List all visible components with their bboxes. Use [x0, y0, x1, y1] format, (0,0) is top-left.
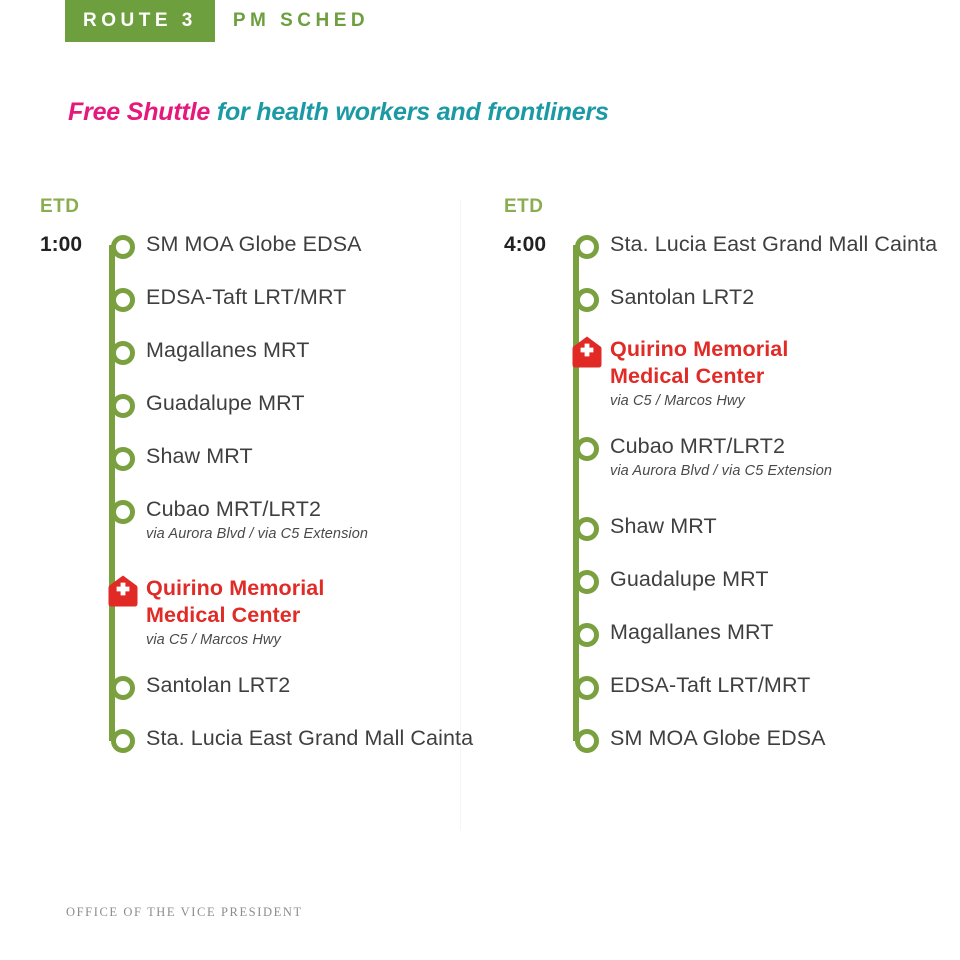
stop-dot-icon	[575, 235, 599, 259]
stop-label-group: Santolan LRT2	[606, 283, 754, 311]
stop-dot-icon	[575, 570, 599, 594]
page-header: ROUTE 3 PM SCHED	[0, 0, 369, 42]
stop-dot-icon	[575, 623, 599, 647]
stop-label-group: Santolan LRT2	[142, 671, 290, 699]
footer-office-label: OFFICE OF THE VICE PRESIDENT	[66, 905, 303, 919]
timeline-stop[interactable]: Shaw MRT	[504, 512, 937, 565]
stop-label-group: Shaw MRT	[142, 442, 253, 470]
stop-name: Magallanes MRT	[146, 338, 310, 362]
timeline-stop[interactable]: Magallanes MRT	[504, 618, 937, 671]
stop-dot-icon	[575, 517, 599, 541]
etd-label: ETD	[40, 196, 80, 217]
stop-name: Cubao MRT/LRT2	[146, 497, 322, 521]
stop-dot-icon	[575, 676, 599, 700]
timeline-stop[interactable]: EDSA-Taft LRT/MRT	[504, 671, 937, 724]
stop-name: Shaw MRT	[610, 514, 717, 538]
stop-name: Magallanes MRT	[610, 620, 774, 644]
departure-time: 1:00	[40, 233, 83, 256]
stop-label-group: SM MOA Globe EDSA	[606, 724, 826, 752]
hospital-icon	[108, 575, 138, 608]
column-divider	[460, 200, 461, 830]
stop-name: EDSA-Taft LRT/MRT	[146, 285, 347, 309]
schedule-column-2: ETD 4:00 Sta. Lucia East Grand Mall Cainta…	[504, 196, 937, 777]
hospital-icon	[572, 336, 602, 369]
stop-label-group: Quirino Memorial Medical Center via C5 / …	[606, 336, 840, 412]
stop-via-note: via Aurora Blvd / via C5 Extension	[146, 526, 369, 542]
stop-dot-icon	[575, 729, 599, 753]
stop-name: Shaw MRT	[146, 444, 253, 468]
stop-dot-icon	[111, 394, 135, 418]
route-badge: ROUTE 3	[65, 0, 215, 42]
stop-name: SM MOA Globe EDSA	[146, 232, 362, 256]
timeline-stop[interactable]: Sta. Lucia East Grand Mall Cainta	[40, 724, 473, 777]
stop-dot-icon	[111, 288, 135, 312]
subtitle-rest: for health workers and frontliners	[210, 98, 609, 126]
stop-via-note: via Aurora Blvd / via C5 Extension	[610, 463, 833, 479]
timeline-stop[interactable]: 4:00 Sta. Lucia East Grand Mall Cainta	[504, 230, 937, 283]
stop-dot-icon	[111, 447, 135, 471]
stop-label-group: EDSA-Taft LRT/MRT	[142, 283, 346, 311]
stop-dot-icon	[111, 235, 135, 259]
route-line	[109, 245, 115, 741]
timeline-stop[interactable]: Cubao MRT/LRT2 via Aurora Blvd / via C5 E…	[504, 432, 937, 512]
stop-dot-icon	[111, 729, 135, 753]
route-line	[573, 245, 579, 741]
timeline-stop[interactable]: Guadalupe MRT	[40, 389, 473, 442]
stop-label-group: Sta. Lucia East Grand Mall Cainta	[606, 230, 937, 258]
stop-label-group: Quirino Memorial Medical Center via C5 / …	[142, 575, 376, 651]
stop-via-note: via C5 / Marcos Hwy	[610, 393, 745, 409]
timeline-stop[interactable]: Guadalupe MRT	[504, 565, 937, 618]
stop-name: Sta. Lucia East Grand Mall Cainta	[610, 232, 938, 256]
stop-name: Quirino Memorial Medical Center	[146, 576, 325, 627]
subtitle-highlight: Free Shuttle	[68, 98, 211, 126]
stop-label-group: Guadalupe MRT	[606, 565, 769, 593]
stop-via-note: via C5 / Marcos Hwy	[146, 632, 281, 648]
stop-dot-icon	[111, 341, 135, 365]
stop-dot-icon	[111, 500, 135, 524]
stop-name: EDSA-Taft LRT/MRT	[610, 673, 811, 697]
timeline-stop[interactable]: Cubao MRT/LRT2 via Aurora Blvd / via C5 E…	[40, 495, 473, 575]
page-subtitle: Free Shuttle for health workers and fron…	[68, 98, 609, 127]
timeline-stop[interactable]: Santolan LRT2	[40, 671, 473, 724]
stop-name: Guadalupe MRT	[146, 391, 305, 415]
stop-name: Santolan LRT2	[146, 673, 291, 697]
stop-name: Quirino Memorial Medical Center	[610, 337, 789, 388]
timeline-stop[interactable]: Santolan LRT2	[504, 283, 937, 336]
timeline-stop-hospital[interactable]: Quirino Memorial Medical Center via C5 / …	[40, 575, 473, 671]
timeline-stop[interactable]: 1:00 SM MOA Globe EDSA	[40, 230, 473, 283]
stop-label-group: SM MOA Globe EDSA	[142, 230, 362, 258]
timeline-stop[interactable]: EDSA-Taft LRT/MRT	[40, 283, 473, 336]
timeline-stop-hospital[interactable]: Quirino Memorial Medical Center via C5 / …	[504, 336, 937, 432]
stop-name: Cubao MRT/LRT2	[610, 434, 786, 458]
stop-label-group: Magallanes MRT	[606, 618, 774, 646]
stop-label-group: Magallanes MRT	[142, 336, 310, 364]
stop-label-group: Sta. Lucia East Grand Mall Cainta	[142, 724, 473, 752]
etd-label: ETD	[504, 196, 544, 217]
timeline-stop[interactable]: SM MOA Globe EDSA	[504, 724, 937, 777]
stop-label-group: Cubao MRT/LRT2 via Aurora Blvd / via C5 E…	[142, 495, 368, 545]
stop-label-group: Shaw MRT	[606, 512, 717, 540]
stop-name: Santolan LRT2	[610, 285, 755, 309]
stop-label-group: Guadalupe MRT	[142, 389, 305, 417]
stop-dot-icon	[575, 437, 599, 461]
stop-name: SM MOA Globe EDSA	[610, 726, 826, 750]
schedule-period-label: PM SCHED	[232, 10, 370, 31]
timeline-stop[interactable]: Shaw MRT	[40, 442, 473, 495]
stop-name: Guadalupe MRT	[610, 567, 769, 591]
stop-name: Sta. Lucia East Grand Mall Cainta	[146, 726, 474, 750]
timeline-stop[interactable]: Magallanes MRT	[40, 336, 473, 389]
stop-dot-icon	[575, 288, 599, 312]
route-timeline: 1:00 SM MOA Globe EDSA EDSA-Taft LRT/MRT Ma…	[40, 230, 473, 777]
departure-time: 4:00	[504, 233, 547, 256]
stop-label-group: EDSA-Taft LRT/MRT	[606, 671, 810, 699]
schedule-column-1: ETD 1:00 SM MOA Globe EDSA EDSA-Taft LRT/MR…	[40, 196, 473, 777]
stop-dot-icon	[111, 676, 135, 700]
stop-label-group: Cubao MRT/LRT2 via Aurora Blvd / via C5 E…	[606, 432, 832, 482]
